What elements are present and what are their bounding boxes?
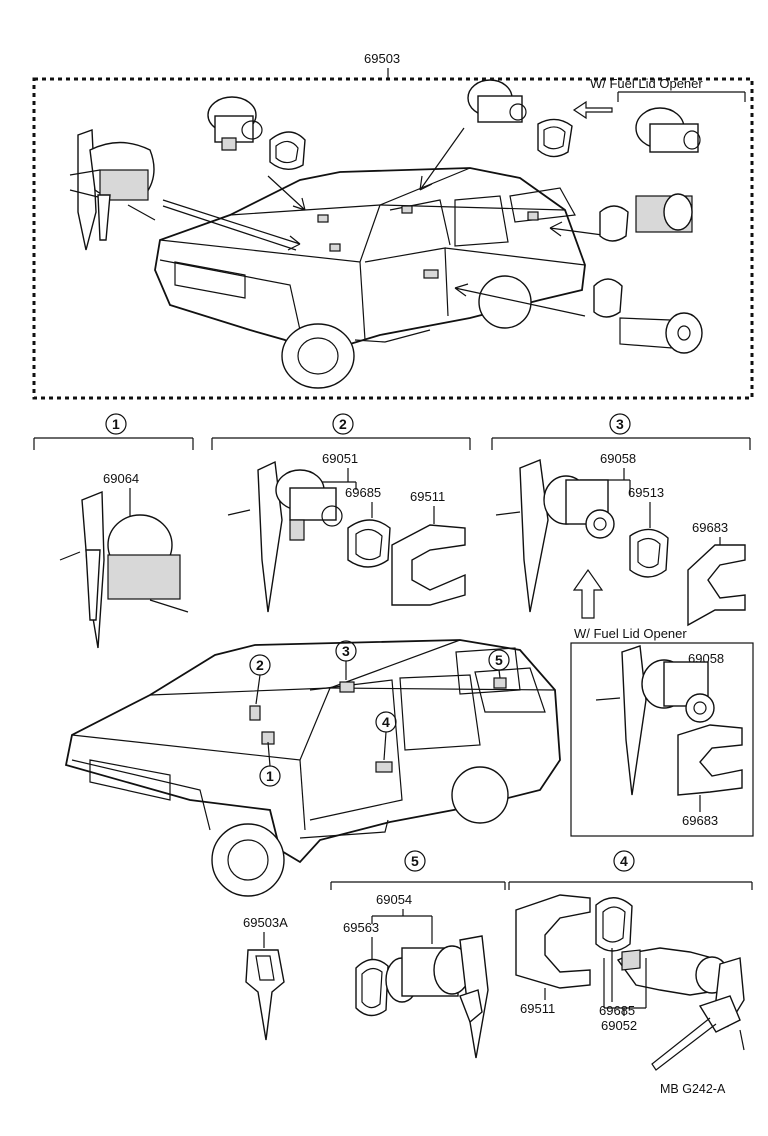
group-4-part-69511: 69511 xyxy=(520,1001,555,1016)
group-5-number: 5 xyxy=(411,853,419,869)
group-1-part-69064: 69064 xyxy=(103,471,139,486)
key-69503A: 69503A xyxy=(243,915,288,1041)
middle-vehicle-illustration xyxy=(64,639,561,897)
group-2: 2 69051 69685 69511 xyxy=(211,413,471,613)
top-door-cylinder-left xyxy=(207,96,306,170)
top-rear-cylinder xyxy=(593,278,703,354)
key-part-number: 69503A xyxy=(243,915,288,930)
top-fuel-lid-label: W/ Fuel Lid Opener xyxy=(590,76,703,91)
group-4-part-69685: 69685 xyxy=(599,1003,635,1018)
group-4-number: 4 xyxy=(620,853,628,869)
group-4-part-69052: 69052 xyxy=(601,1018,637,1033)
callout-5: 5 xyxy=(495,652,503,668)
top-door-cylinder-right xyxy=(467,79,573,158)
group-5-part-69563: 69563 xyxy=(343,920,379,935)
top-assembly-arrows xyxy=(162,127,611,317)
fuel-lid-part-69683: 69683 xyxy=(682,813,718,828)
group-2-number: 2 xyxy=(339,416,347,432)
footer-code: MB G242-A xyxy=(660,1082,726,1096)
group-2-part-69051: 69051 xyxy=(322,451,358,466)
group-1-number: 1 xyxy=(112,416,120,432)
callout-3: 3 xyxy=(342,643,350,659)
fuel-lid-box-label: W/ Fuel Lid Opener xyxy=(574,626,687,641)
callout-1: 1 xyxy=(266,768,274,784)
group-5-part-69054: 69054 xyxy=(376,892,412,907)
fuel-lid-box: W/ Fuel Lid Opener 69058 69683 xyxy=(570,626,754,837)
group-3: 3 69058 69513 69683 xyxy=(491,413,751,627)
callout-2: 2 xyxy=(256,657,264,673)
vehicle-callouts: 1 2 3 4 5 xyxy=(249,640,510,787)
group-3-part-69513: 69513 xyxy=(628,485,664,500)
top-vehicle-illustration xyxy=(154,167,586,389)
group-3-part-69683: 69683 xyxy=(692,520,728,535)
group-3-part-69058: 69058 xyxy=(600,451,636,466)
top-back-door-cylinder xyxy=(599,193,693,242)
group-2-part-69685: 69685 xyxy=(345,485,381,500)
top-fuel-lid-cylinder xyxy=(635,107,701,153)
group-3-number: 3 xyxy=(616,416,624,432)
top-ignition-key-cylinder xyxy=(69,129,156,251)
group-4: 4 69511 69685 69052 xyxy=(508,850,753,1071)
group-1: 1 69064 xyxy=(33,413,194,649)
group-2-part-69511: 69511 xyxy=(410,489,445,504)
group-5: 5 69054 69563 xyxy=(330,850,506,1059)
assembly-part-number: 69503 xyxy=(364,51,400,66)
callout-4: 4 xyxy=(382,714,390,730)
